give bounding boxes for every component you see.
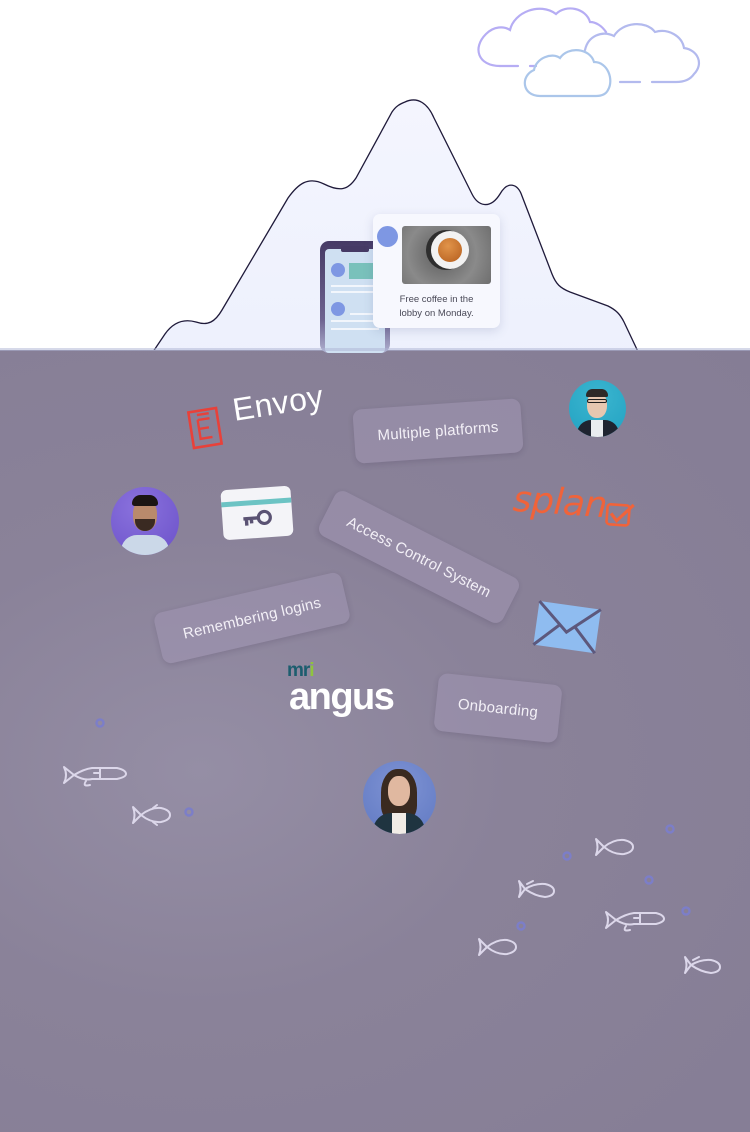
fish-icon xyxy=(478,938,517,956)
water xyxy=(0,350,750,1132)
bubbles xyxy=(95,718,691,931)
envelope-icon xyxy=(532,600,602,655)
man-beard-avatar xyxy=(111,487,179,555)
fish-icon xyxy=(63,766,127,787)
clouds-icon xyxy=(477,7,701,98)
man-glasses-avatar xyxy=(569,380,626,437)
angus-logo-text: angus xyxy=(289,676,395,718)
woman-avatar xyxy=(363,761,436,834)
splan-logo-text: splan xyxy=(511,478,609,527)
phone-icon xyxy=(320,241,390,353)
mri-logo-text: mri xyxy=(287,660,315,681)
avatar-dot xyxy=(377,226,398,247)
fish-icon xyxy=(132,804,171,826)
fish-school xyxy=(63,766,721,974)
envoy-logo-icon xyxy=(186,406,224,450)
splan-check-icon xyxy=(605,503,635,527)
notification-text: Free coffee in the lobby on Monday. xyxy=(399,294,474,319)
fish-icon xyxy=(605,911,665,932)
notification-card: Free coffee in the lobby on Monday. xyxy=(373,214,500,328)
fish-icon xyxy=(518,880,555,898)
fish-icon xyxy=(595,838,634,856)
fish-icon xyxy=(684,956,721,974)
coffee-photo xyxy=(402,226,491,284)
key-card-icon xyxy=(220,485,294,540)
